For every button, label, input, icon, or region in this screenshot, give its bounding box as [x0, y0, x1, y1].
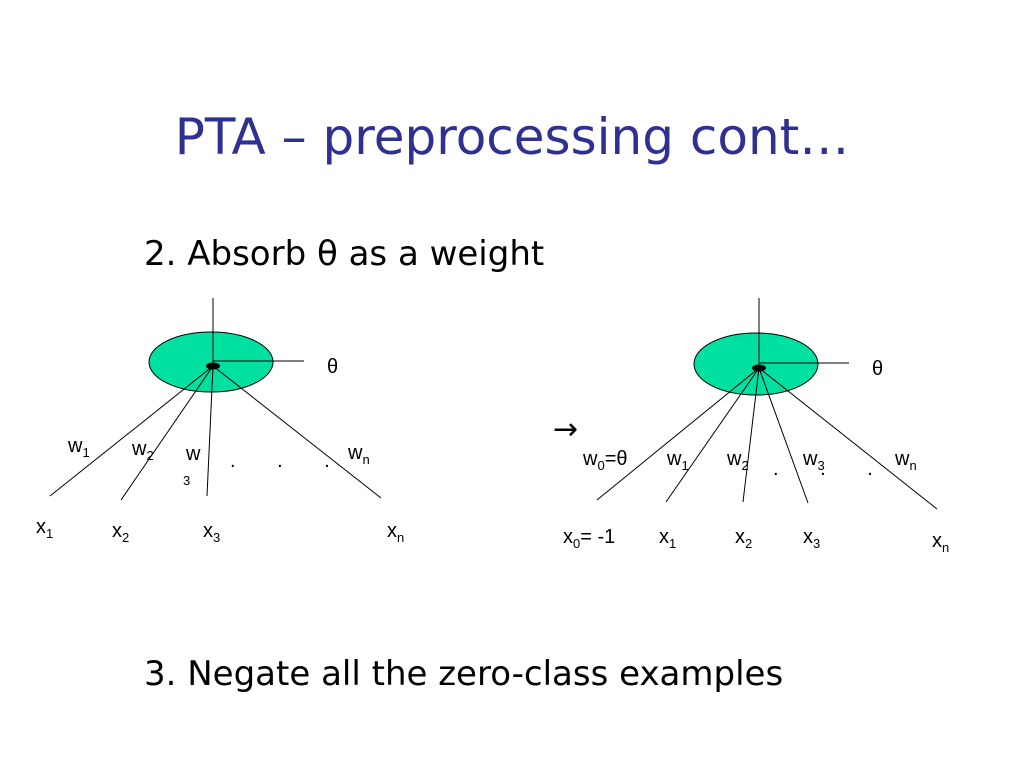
left-x1-label: x1 — [36, 516, 54, 541]
left-ellipsis: . . . — [230, 450, 348, 472]
left-edge-x2 — [120, 365, 214, 501]
right-ellipsis: . . . — [773, 458, 891, 480]
right-xn-label: xn — [932, 530, 950, 555]
left-perceptron — [49, 298, 382, 501]
right-node-center — [752, 364, 766, 372]
left-edge-x3 — [206, 365, 214, 497]
right-x3-label: x3 — [803, 526, 821, 551]
left-x3-label: x3 — [203, 520, 221, 545]
right-w3-label: w3 — [803, 448, 825, 473]
right-w1-label: w1 — [667, 448, 689, 473]
transform-arrow-icon: → — [553, 412, 579, 447]
left-w2-label: w2 — [132, 438, 154, 463]
left-theta-label: θ — [327, 356, 339, 378]
left-x2-label: x2 — [112, 520, 130, 545]
right-edge-xn — [758, 367, 938, 510]
left-wn-label: wn — [348, 442, 370, 467]
right-edge-x2 — [742, 367, 760, 503]
left-node-center — [206, 362, 220, 370]
right-perceptron — [596, 298, 938, 510]
left-edge-x1 — [49, 365, 214, 497]
right-x0-label: x0= -1 — [563, 526, 616, 551]
left-xn-label: xn — [387, 520, 405, 545]
right-edge-x1 — [665, 367, 760, 503]
bullet-negate-zero-class: 3. Negate all the zero-class examples — [144, 654, 784, 694]
right-edge-x3 — [758, 367, 809, 504]
right-neuron-node — [693, 332, 819, 396]
left-w3-subscript: 3 — [183, 473, 191, 488]
left-edge-xn — [212, 365, 382, 499]
left-w1-label: w1 — [68, 435, 90, 460]
right-edge-x0 — [596, 367, 760, 501]
bullet-absorb-theta: 2. Absorb θ as a weight — [144, 234, 545, 274]
left-neuron-node — [148, 331, 274, 393]
right-x2-label: x2 — [735, 526, 753, 551]
right-w0-label: w0=θ — [583, 448, 628, 473]
slide-title: PTA – preprocessing cont… — [174, 108, 850, 166]
right-x1-label: x1 — [659, 526, 677, 551]
left-w3-label: w — [186, 443, 201, 465]
right-theta-label: θ — [872, 358, 884, 380]
right-wn-label: wn — [895, 448, 917, 473]
right-w2-label: w2 — [727, 448, 749, 473]
